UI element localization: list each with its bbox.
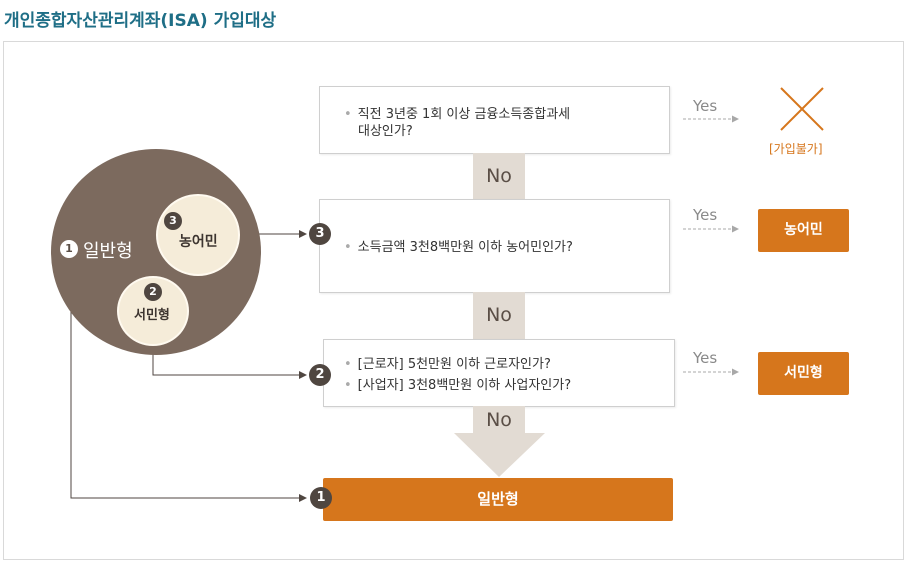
farmer-label: 농어민 xyxy=(179,234,218,250)
down-arrow xyxy=(454,433,545,477)
question-2-line-1: •[근로자] 5천만원 이하 근로자인가? xyxy=(344,357,551,372)
general-result-label: 일반형 xyxy=(477,490,519,508)
no-label-3: No xyxy=(473,406,525,434)
question-3-box xyxy=(319,199,670,293)
general-result-bar: 일반형 xyxy=(323,478,673,521)
low-income-result: 서민형 xyxy=(758,352,849,395)
question-1-line-1: •직전 3년중 1회 이상 금융소득종합과세 xyxy=(344,107,571,122)
no-label-2: No xyxy=(473,292,525,339)
x-icon xyxy=(780,87,824,131)
question-2-box xyxy=(323,339,675,407)
general-result-number: 1 xyxy=(310,487,332,509)
yes-label-3: Yes xyxy=(693,206,718,224)
general-connector xyxy=(70,268,307,502)
low-income-number: 2 xyxy=(144,283,162,301)
farmer-result: 농어민 xyxy=(758,209,849,252)
farmer-number: 3 xyxy=(164,212,182,230)
question-3-number: 3 xyxy=(309,223,331,245)
reject-label: [가입불가] xyxy=(769,142,823,156)
question-2-line-2: •[사업자] 3천8백만원 이하 사업자인가? xyxy=(344,378,572,393)
yes-label-1: Yes xyxy=(693,97,718,115)
question-3-line-1: •소득금액 3천8백만원 이하 농어민인가? xyxy=(344,240,573,255)
general-label: 일반형 xyxy=(83,241,133,262)
farmer-circle xyxy=(156,194,240,276)
no-label-1: No xyxy=(473,153,525,199)
general-number: 1 xyxy=(60,240,78,258)
yes-label-2: Yes xyxy=(693,349,718,367)
question-2-number: 2 xyxy=(309,364,331,386)
page-title: 개인종합자산관리계좌(ISA) 가입대상 xyxy=(4,11,277,31)
question-1-line-2: 대상인가? xyxy=(358,124,413,139)
low-income-label: 서민형 xyxy=(134,308,170,323)
low-income-circle xyxy=(117,276,189,346)
